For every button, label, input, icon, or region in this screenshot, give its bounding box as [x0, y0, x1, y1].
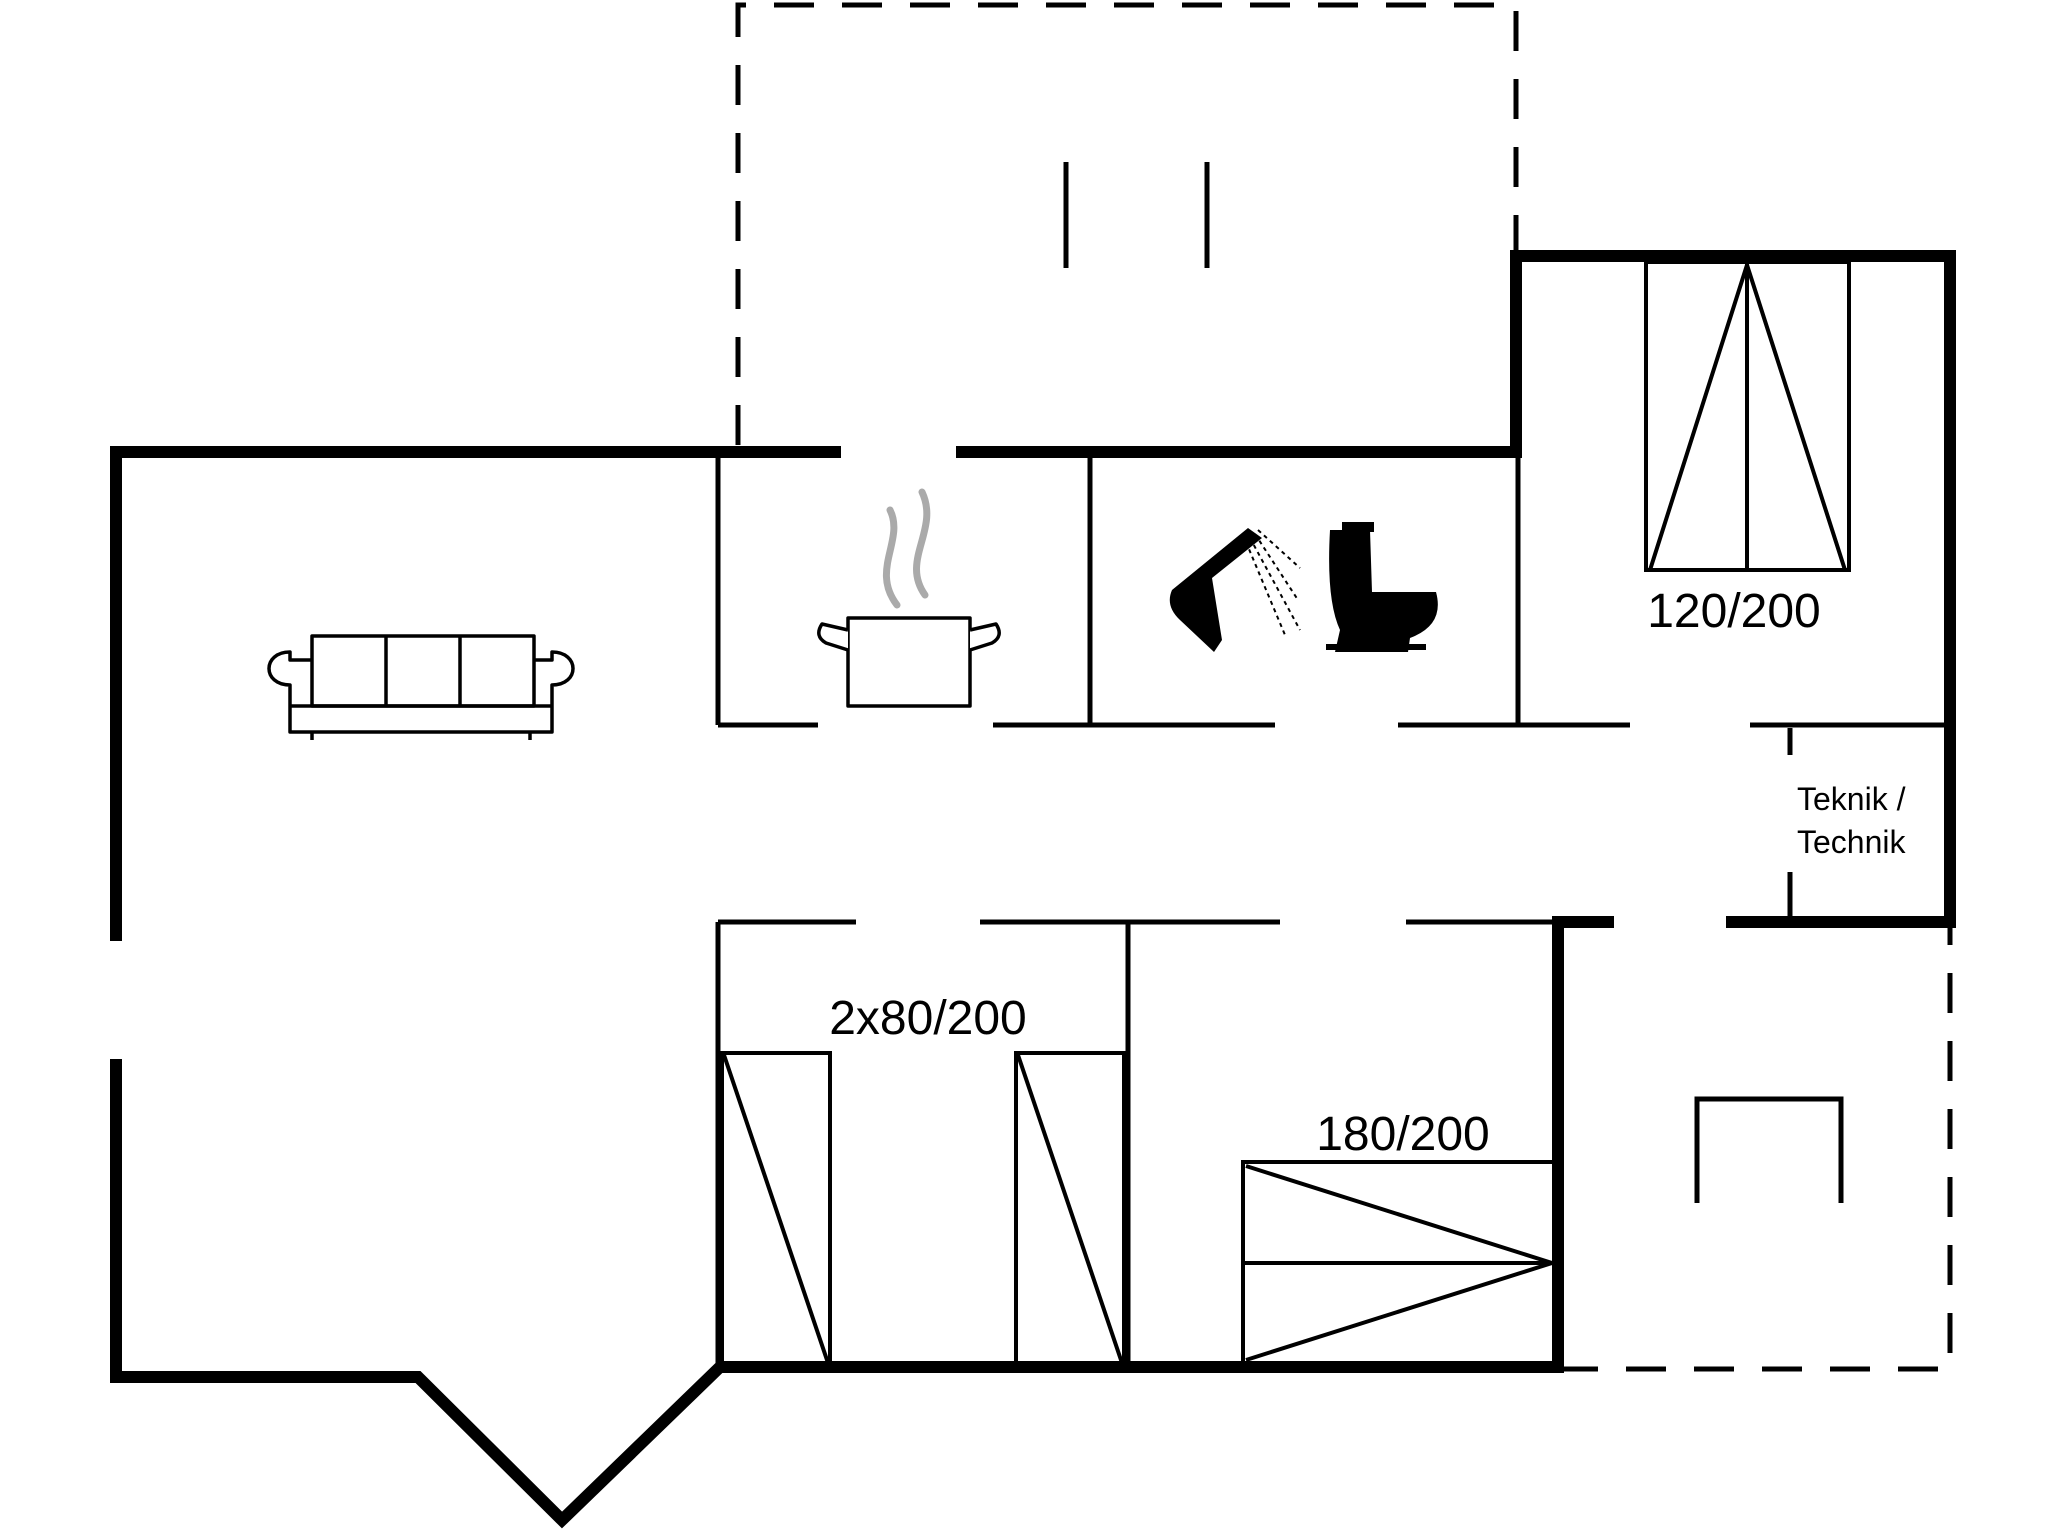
interior-walls	[715, 452, 1950, 1367]
wall-west-south	[110, 916, 1614, 1529]
north-terrace-outline	[735, 2, 1519, 445]
bed-80-200-right	[1014, 1051, 1126, 1367]
bed-120-200	[1644, 258, 1851, 572]
beds	[720, 258, 1851, 1367]
bed-80-200-left	[720, 1051, 832, 1367]
technik-label-line1: Teknik /	[1797, 781, 1906, 817]
wall-north-east	[956, 250, 1956, 928]
annex-fixture	[1694, 1096, 1844, 1203]
shower-icon	[1169, 528, 1301, 652]
bed-label-120-200: 120/200	[1647, 585, 1821, 638]
sofa-icon	[267, 634, 575, 740]
bed-180-200	[1241, 1160, 1559, 1366]
southeast-annex-outline	[1558, 925, 1953, 1372]
cooking-pot-icon	[817, 488, 1001, 708]
bed-label-2x80-200: 2x80/200	[829, 992, 1027, 1045]
exterior-walls	[110, 250, 1956, 1529]
toilet-icon	[1326, 522, 1438, 652]
wall-north-west	[110, 446, 841, 941]
bed-label-180-200: 180/200	[1316, 1108, 1490, 1161]
technik-label-line2: Technik	[1797, 824, 1907, 860]
terrace-outlines	[735, 2, 1953, 1372]
